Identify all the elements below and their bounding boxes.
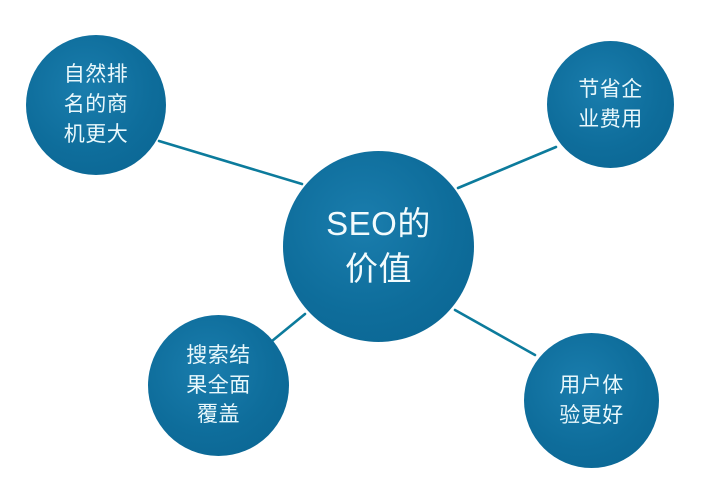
node-bottom-right-label: 用户体 验更好 xyxy=(559,373,624,427)
connector-center-to-bottom-right xyxy=(453,308,537,357)
connector-center-to-top-right xyxy=(456,145,558,190)
center-node-label: SEO的 价值 xyxy=(326,205,431,287)
node-natural-ranking-opportunity[interactable]: 自然排 名的商 机更大 xyxy=(26,35,166,175)
node-search-result-coverage[interactable]: 搜索结 果全面 覆盖 xyxy=(148,315,289,456)
connector-center-to-bottom-left xyxy=(270,312,307,343)
node-top-left-label: 自然排 名的商 机更大 xyxy=(63,63,129,146)
connector-center-to-top-left xyxy=(157,139,304,186)
node-better-user-experience[interactable]: 用户体 验更好 xyxy=(524,333,659,468)
center-node-seo-value[interactable]: SEO的 价值 xyxy=(283,151,474,342)
node-top-right-label: 节省企 业费用 xyxy=(578,77,643,131)
node-bottom-left-label: 搜索结 果全面 覆盖 xyxy=(186,343,251,427)
node-save-enterprise-cost[interactable]: 节省企 业费用 xyxy=(547,41,674,168)
